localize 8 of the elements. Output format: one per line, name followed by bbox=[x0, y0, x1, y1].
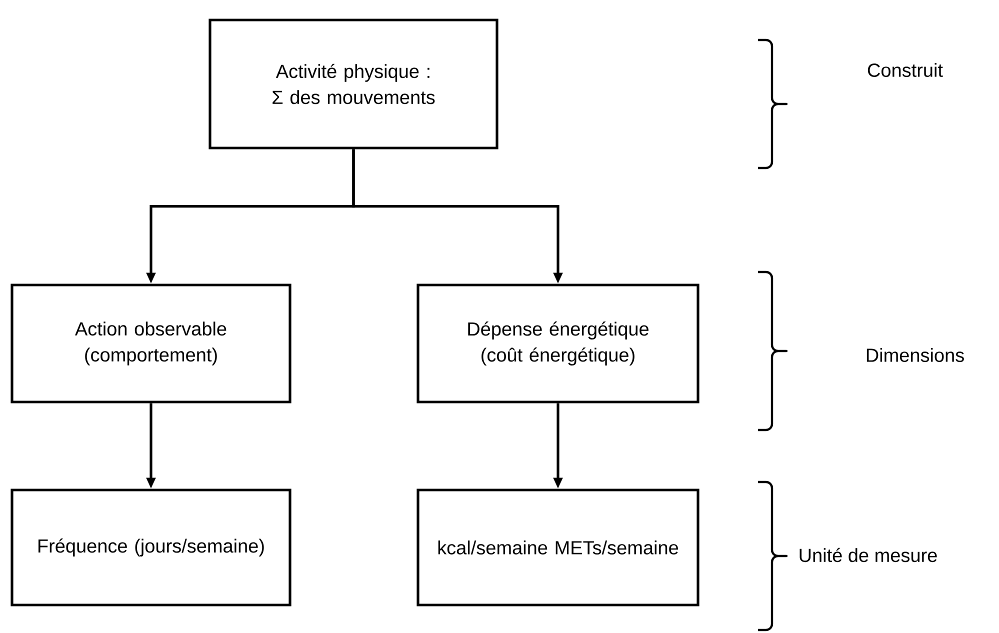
process-box: Activité physique : Σ des mouvements bbox=[208, 18, 498, 150]
level-label: Dimensions bbox=[866, 348, 964, 362]
process-box: Dépense énergétique (coût énergétique) bbox=[416, 284, 700, 404]
process-box: Action observable (comportement) bbox=[10, 284, 292, 404]
level-label: Construit bbox=[868, 63, 943, 77]
process-box: Fréquence (jours/semaine) bbox=[10, 488, 292, 606]
level-label: Unité de mesure bbox=[800, 548, 937, 562]
process-box: kcal/semaine METs/semaine bbox=[416, 488, 700, 606]
